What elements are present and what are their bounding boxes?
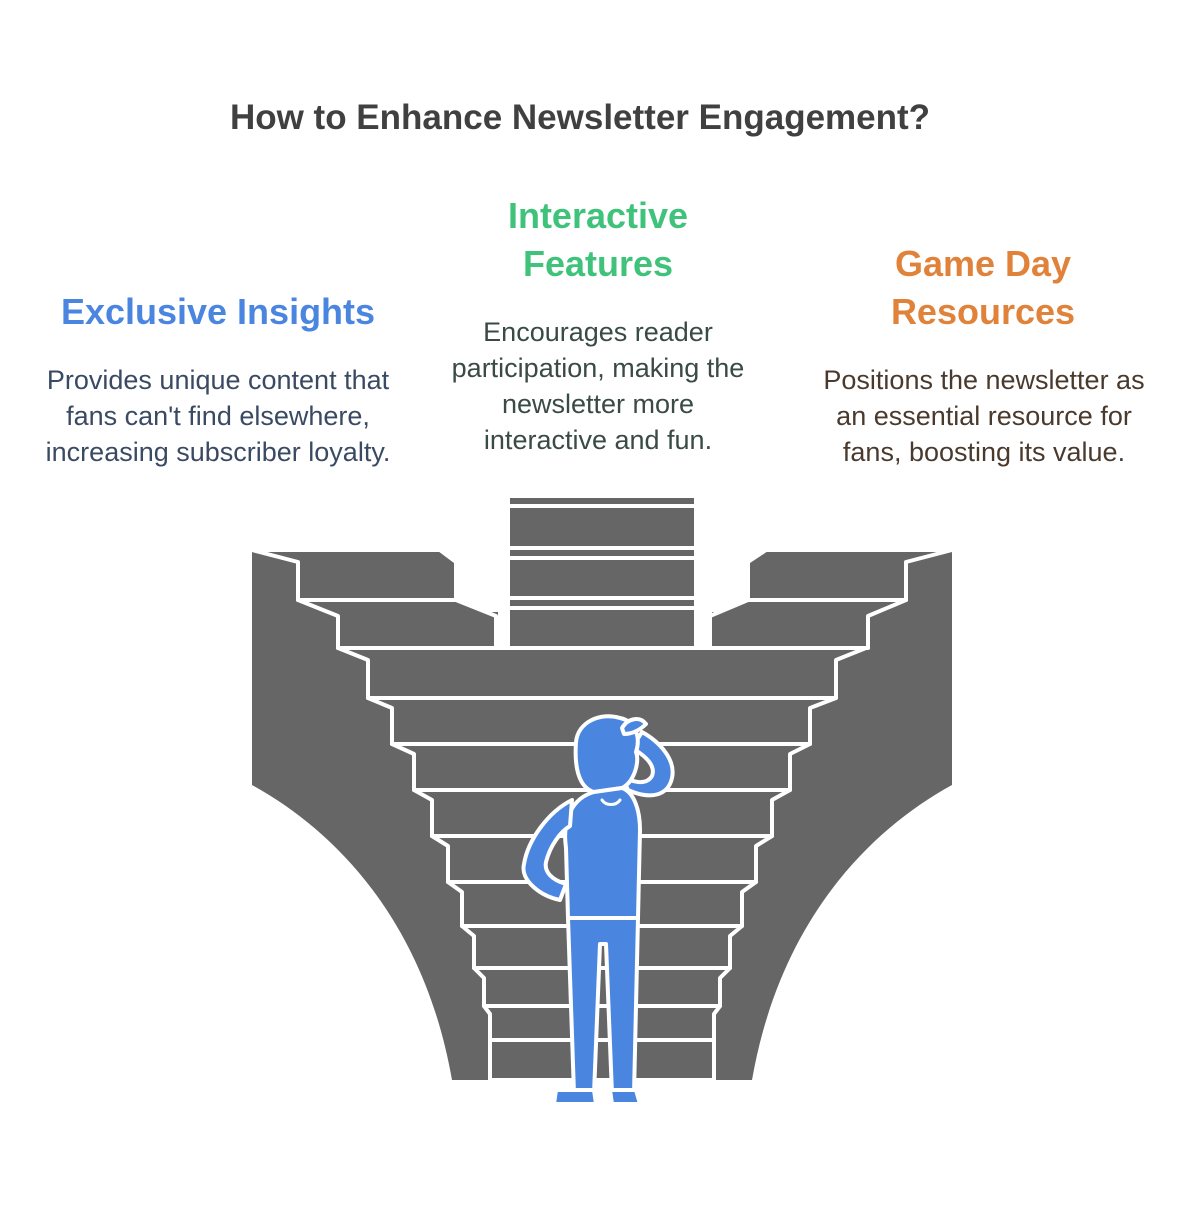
game-day-resources-heading: Game Day Resources — [890, 243, 1076, 332]
exclusive-insights-description: Provides unique content that fans can't … — [45, 365, 391, 467]
game-day-resources-description: Positions the newsletter as an essential… — [823, 365, 1145, 467]
diagram-title: How to Enhance Newsletter Engagement? — [229, 98, 931, 137]
interactive-features-heading: Interactive Features — [507, 195, 689, 284]
person-scratching-head-icon — [521, 714, 675, 1106]
interactive-features-description: Encourages reader participation, making … — [451, 317, 745, 455]
exclusive-insights-heading: Exclusive Insights — [60, 291, 376, 332]
